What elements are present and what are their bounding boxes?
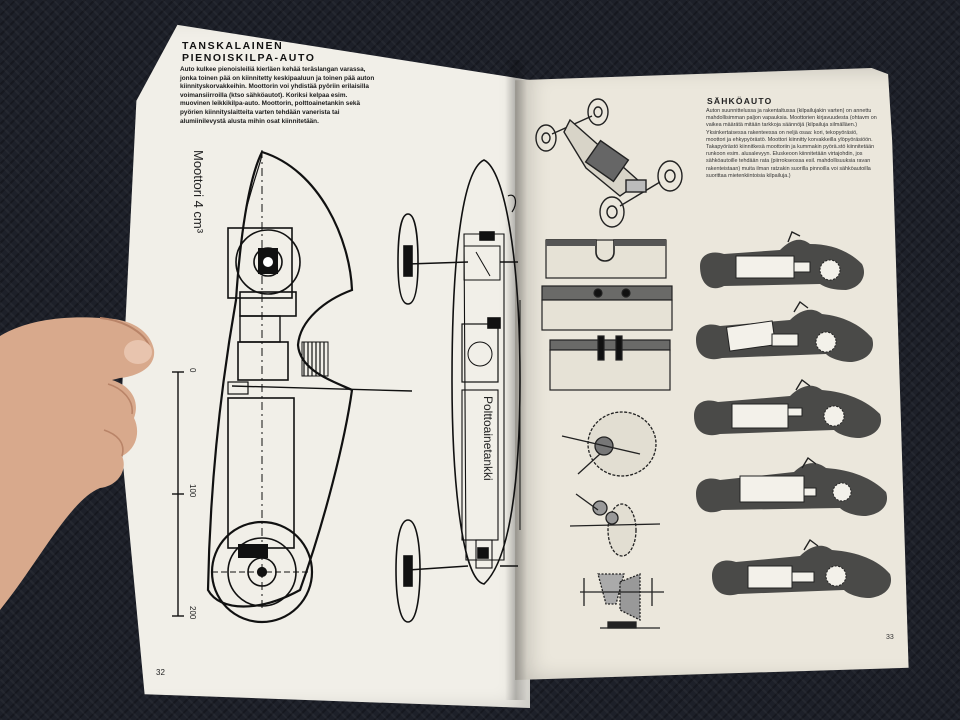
- car-silhouette-3: [694, 378, 882, 438]
- car-silhouette-4: [696, 456, 888, 516]
- left-page-title: TANSKALAINEN PIENOISKILPA-AUTO: [182, 40, 332, 64]
- right-page-title: SÄHKÖAUTO: [707, 96, 773, 106]
- car-silhouette-1: [700, 231, 865, 290]
- left-title-line2: PIENOISKILPA-AUTO: [182, 52, 316, 64]
- car-silhouette-5: [712, 538, 892, 598]
- scale-label-0: 0: [188, 368, 197, 373]
- gear-transmission-diagrams: [561, 411, 664, 629]
- scale-label-100: 100: [188, 484, 197, 498]
- hand-holding-book: [0, 317, 155, 610]
- book-spine-shadow: [505, 60, 527, 700]
- car-silhouette-2: [696, 300, 874, 362]
- left-page-number: 32: [156, 668, 165, 677]
- left-page-body-text: Auto kulkee pienoisleiliä kierläen kehää…: [180, 66, 375, 125]
- car-side-view-drawing: [172, 150, 413, 624]
- car-top-view-drawing: [395, 159, 521, 623]
- right-page-body-text: Auton suunnittelussa ja rakentaltussa (k…: [706, 108, 877, 179]
- right-page-number: 33: [886, 634, 894, 641]
- fuel-tank-label: Polttoainetankki: [481, 396, 495, 481]
- scale-label-200: 200: [188, 606, 197, 620]
- left-title-line1: TANSKALAINEN: [182, 40, 284, 52]
- track-cross-sections: [541, 239, 673, 391]
- motor-label: Moottori 4 cm³: [191, 150, 206, 234]
- exploded-chassis-drawing: [535, 98, 683, 228]
